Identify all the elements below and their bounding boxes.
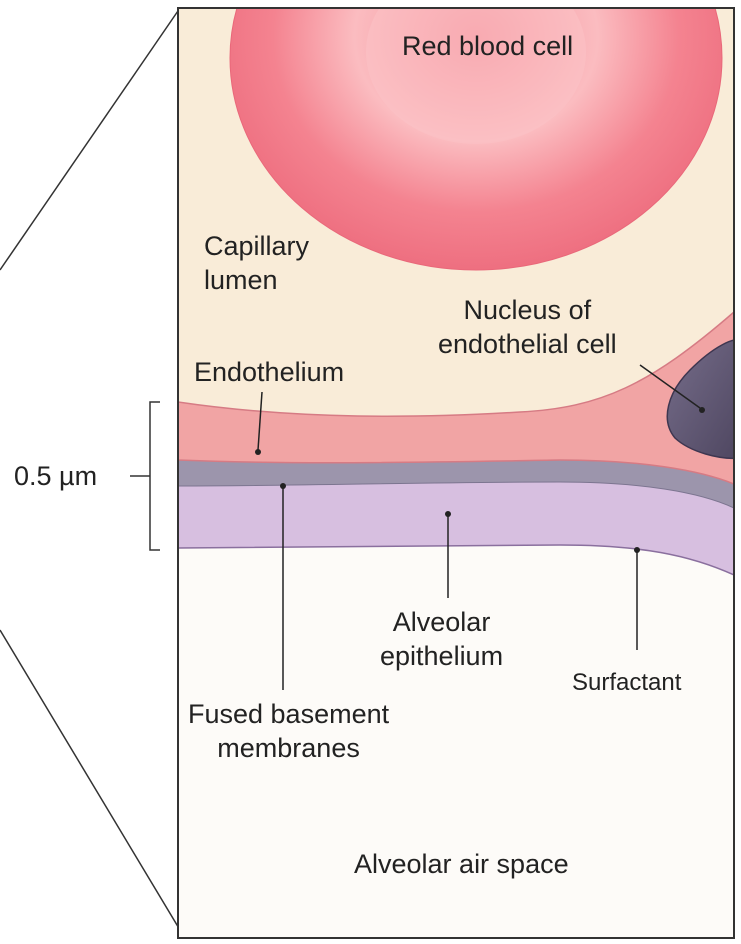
label-red-blood-cell: Red blood cell bbox=[402, 30, 573, 64]
label-scale: 0.5 µm bbox=[14, 460, 97, 494]
epithelium-dot bbox=[445, 511, 451, 517]
nucleus-dot bbox=[699, 407, 705, 413]
label-fused-basement-membranes: Fused basement membranes bbox=[188, 698, 389, 766]
label-alveolar-air-space: Alveolar air space bbox=[354, 848, 569, 882]
scale-bracket bbox=[150, 402, 160, 550]
label-alveolar-epithelium: Alveolar epithelium bbox=[380, 606, 503, 674]
callout-line-top bbox=[0, 8, 180, 270]
label-endothelium: Endothelium bbox=[194, 356, 344, 390]
label-nucleus: Nucleus of endothelial cell bbox=[438, 294, 617, 362]
label-surfactant: Surfactant bbox=[572, 668, 681, 698]
callout-line-bottom bbox=[0, 630, 180, 930]
endothelium-dot bbox=[255, 449, 261, 455]
surfactant-dot bbox=[634, 547, 640, 553]
basement-dot bbox=[280, 483, 286, 489]
label-capillary-lumen: Capillary lumen bbox=[204, 230, 309, 298]
